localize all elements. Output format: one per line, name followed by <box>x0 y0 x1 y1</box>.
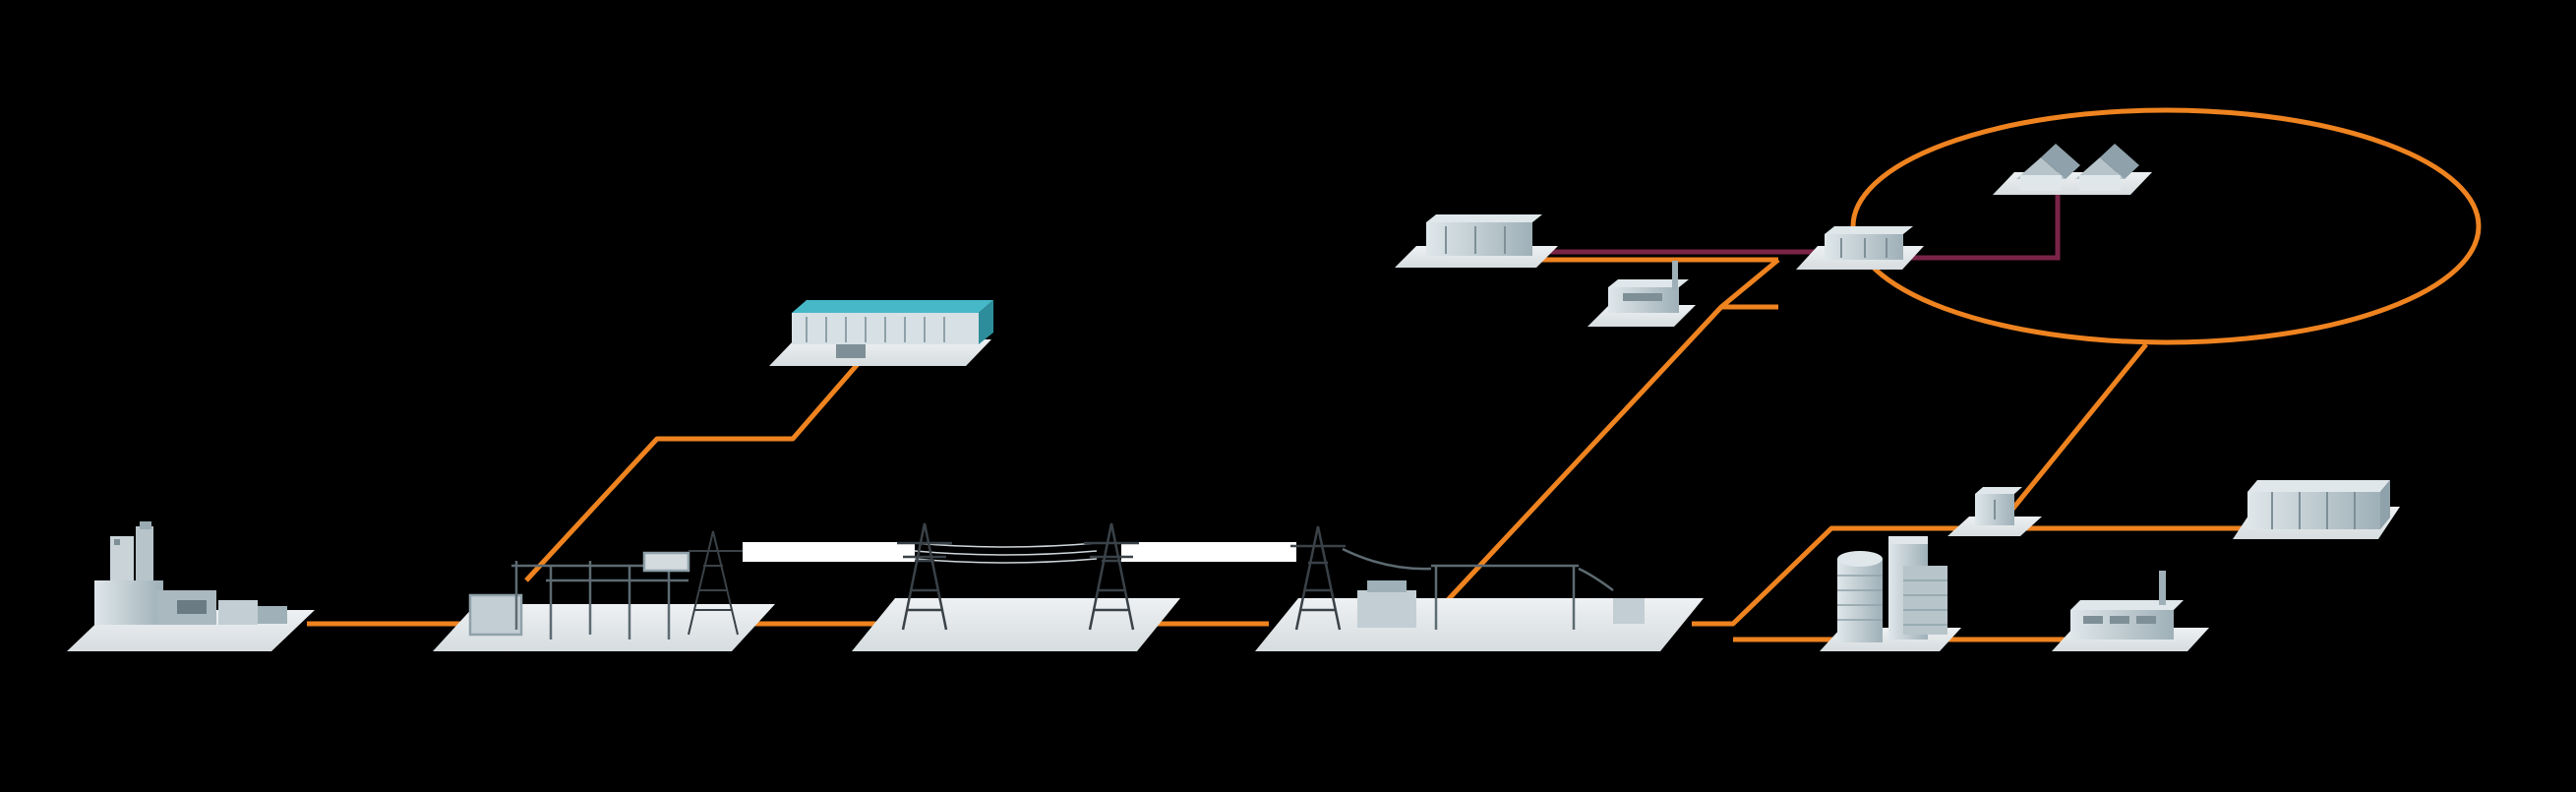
ground-plate <box>852 598 1180 651</box>
building-icon <box>1837 536 1947 642</box>
hv-cable-bundles <box>743 542 1296 564</box>
tower-icon <box>1290 525 1346 631</box>
factory-icon <box>1608 261 1689 313</box>
node-switchgear-right <box>1796 226 1924 270</box>
tower-icon <box>1084 522 1139 631</box>
tower-icon <box>688 530 743 636</box>
node-transmission-towers <box>852 522 1180 651</box>
node-small-factory <box>1588 261 1696 327</box>
connection-lines <box>307 107 2482 642</box>
node-grid-substation <box>1255 525 1704 651</box>
switchgear-icon <box>1825 226 1913 260</box>
cable-bundle-1 <box>743 542 915 562</box>
ground-plate <box>1947 517 2042 536</box>
ring-main-loop <box>1850 107 2482 345</box>
line-ring-to-transformer <box>2005 342 2148 518</box>
house-icon <box>2075 144 2139 191</box>
node-hydro-dam <box>769 300 993 366</box>
node-power-plant <box>67 521 315 651</box>
node-step-up-substation <box>433 530 775 651</box>
node-industrial-plant <box>2052 571 2209 651</box>
line-grid-branch-to-switch <box>1719 258 1780 309</box>
substation-icon <box>468 551 690 640</box>
substation-icon <box>1342 547 1645 630</box>
line-grid-to-urban <box>1692 525 1972 627</box>
node-container-storage <box>2233 480 2400 539</box>
factory-icon <box>2070 571 2184 640</box>
ground-plate <box>769 339 991 366</box>
node-switchgear-left <box>1395 214 1558 268</box>
switchgear-icon <box>1426 214 1542 256</box>
line-grid-substation-to-factory <box>1444 304 1778 604</box>
link-switchgear-right-to-houses <box>1898 192 2061 261</box>
node-office-towers <box>1820 536 1961 651</box>
node-houses <box>1993 144 2152 195</box>
house-icon <box>2016 144 2080 191</box>
dam-icon <box>792 300 993 358</box>
container-icon <box>2247 480 2390 529</box>
power-plant-icon <box>94 521 287 625</box>
cable-bundle-2 <box>1121 542 1296 562</box>
distribution-links <box>1529 192 2061 261</box>
transformer-icon <box>1975 487 2022 525</box>
node-distribution-transformer <box>1947 487 2042 536</box>
line-substation-to-dam <box>524 362 860 582</box>
tower-icon <box>897 522 952 631</box>
